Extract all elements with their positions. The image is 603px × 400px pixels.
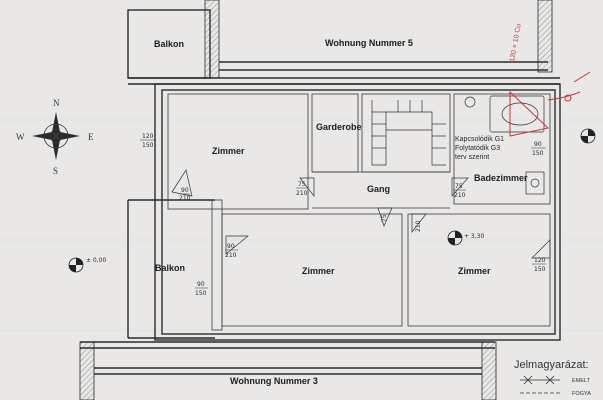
room-garderobe: Garderobe [316, 122, 362, 132]
room-badezimmer: Badezimmer [474, 173, 528, 183]
dim-win-mid-a: 90 [197, 281, 205, 288]
handwritten-note: 120 × 10 Cu [509, 23, 523, 62]
compass-w: W [16, 132, 25, 142]
legend-row-2: FOGYA [572, 391, 591, 397]
room-balkon-top: Balkon [154, 39, 184, 49]
dim-door-mid-b: 210 [225, 252, 237, 259]
room-gang: Gang [367, 184, 390, 194]
dim-door-bath-b: 210 [454, 192, 466, 199]
legend-title: Jelmagyarázat: [514, 359, 589, 371]
level-marker-left [68, 257, 84, 273]
level-center-text: + 3,30 [464, 233, 484, 240]
dim-door-gar-a: 75 [298, 181, 306, 188]
compass-n: N [53, 98, 60, 108]
dim-win-bath-a: 90 [534, 141, 542, 148]
staircase [371, 100, 446, 166]
level-marker-right [580, 128, 596, 144]
outer-walls [127, 83, 561, 341]
dim-door-mid-a: 90 [227, 243, 235, 250]
room-wohnung-5: Wohnung Nummer 5 [325, 38, 413, 48]
bath-note-line-3: terv szerint [455, 154, 489, 161]
room-zimmer-right: Zimmer [458, 266, 491, 276]
legend [520, 375, 560, 394]
dim-door-ry: 210 [415, 220, 422, 232]
dim-door-gar-b: 210 [296, 190, 308, 197]
dim-win-left-a: 120 [142, 133, 154, 140]
dim-win-mid-b: 150 [195, 290, 207, 297]
compass-e: E [88, 132, 94, 142]
compass-s: S [53, 166, 58, 176]
room-balkon-bottom: Balkon [155, 263, 185, 273]
room-zimmer-mid: Zimmer [302, 266, 335, 276]
bottom-block [79, 341, 497, 400]
dim-door-bath-a: 75 [455, 183, 463, 190]
room-zimmer-left: Zimmer [212, 146, 245, 156]
dim-door-left-a: 90 [181, 187, 189, 194]
bath-fixtures [464, 95, 545, 195]
dim-win-bath-b: 150 [532, 150, 544, 157]
dim-win-left-b: 150 [142, 142, 154, 149]
dim-win-right-b: 150 [534, 266, 546, 273]
paper-grid [0, 119, 603, 331]
legend-row-1: EMELT [572, 378, 591, 384]
level-left-text: ± 0,00 [86, 257, 106, 264]
compass-icon [32, 112, 80, 160]
bath-note-line-2: Folytatódik G3 [455, 145, 500, 152]
dim-win-right-a: 120 [534, 257, 546, 264]
room-wohnung-3: Wohnung Nummer 3 [230, 376, 318, 386]
red-markup [509, 71, 591, 137]
bath-note-line-1: Kapcsolódik G1 [455, 136, 504, 143]
dim-door-rx: 75 [381, 214, 388, 222]
dim-door-left-b: 210 [179, 195, 191, 202]
level-marker-center [447, 230, 463, 246]
